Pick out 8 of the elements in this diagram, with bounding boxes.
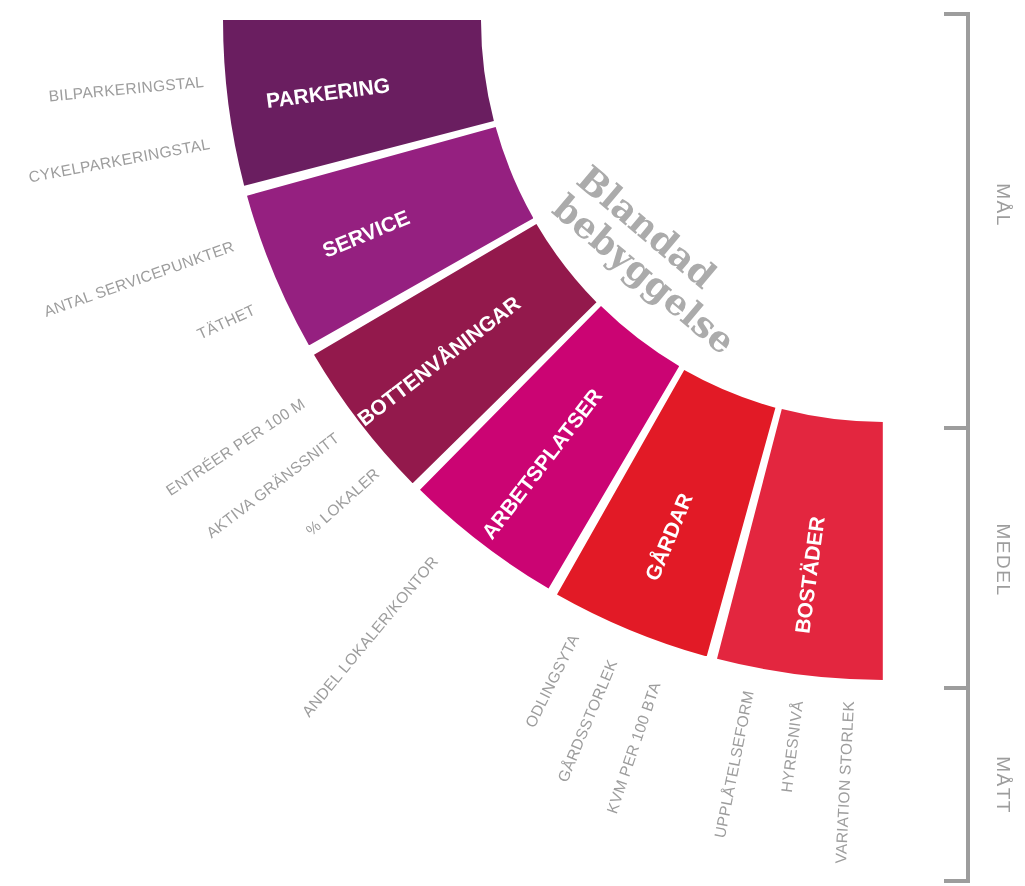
segment-label: PARKERING [264, 73, 392, 114]
measure-label: HYRESNIVÅ [778, 699, 808, 794]
measure-label: VARIATION STORLEK [831, 700, 858, 865]
measure-label: BILPARKERINGSTAL [47, 73, 205, 106]
scale-label: MEDEL [992, 523, 1014, 597]
scale-label: MÅL [991, 183, 1014, 227]
segment-label: BOSTÄDER [790, 515, 830, 636]
scale-label: MÅTT [991, 756, 1014, 814]
